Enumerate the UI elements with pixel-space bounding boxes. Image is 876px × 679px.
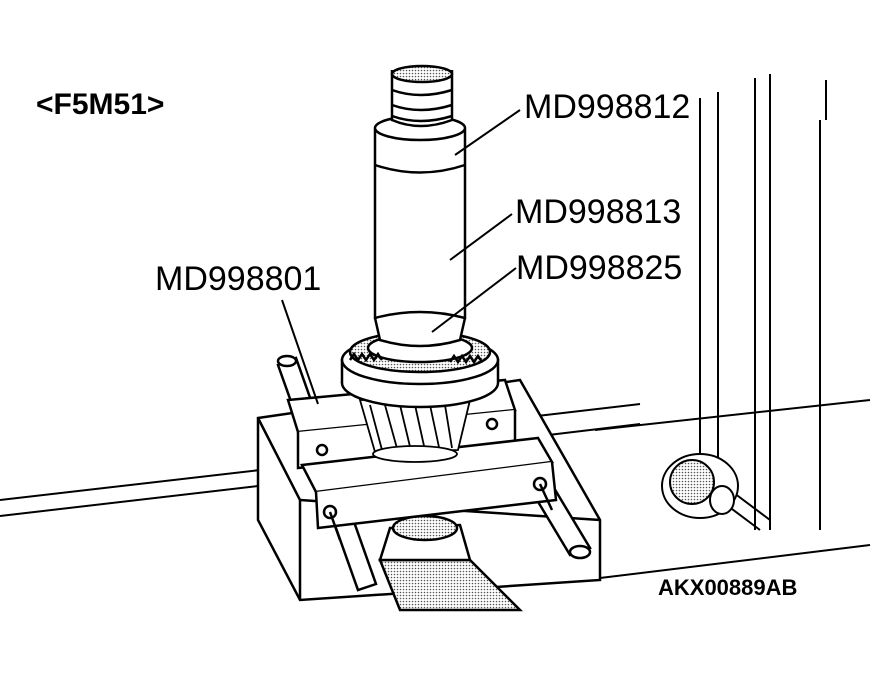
figure-code: AKX00889AB — [658, 575, 798, 600]
callout-md998801: MD998801 — [155, 260, 322, 298]
callout-md998825: MD998825 — [516, 249, 683, 287]
plate-holder-front — [300, 436, 558, 541]
callout-md998813: MD998813 — [515, 193, 682, 231]
callout-md998812: MD998812 — [524, 88, 691, 126]
spindle-roller — [661, 420, 771, 531]
model-label: <F5M51> — [36, 88, 165, 121]
leader-lines — [281, 109, 521, 405]
helical-gear — [358, 399, 472, 463]
installer-body — [373, 114, 467, 348]
installer-shaft — [390, 64, 454, 128]
press-frame — [594, 74, 871, 579]
